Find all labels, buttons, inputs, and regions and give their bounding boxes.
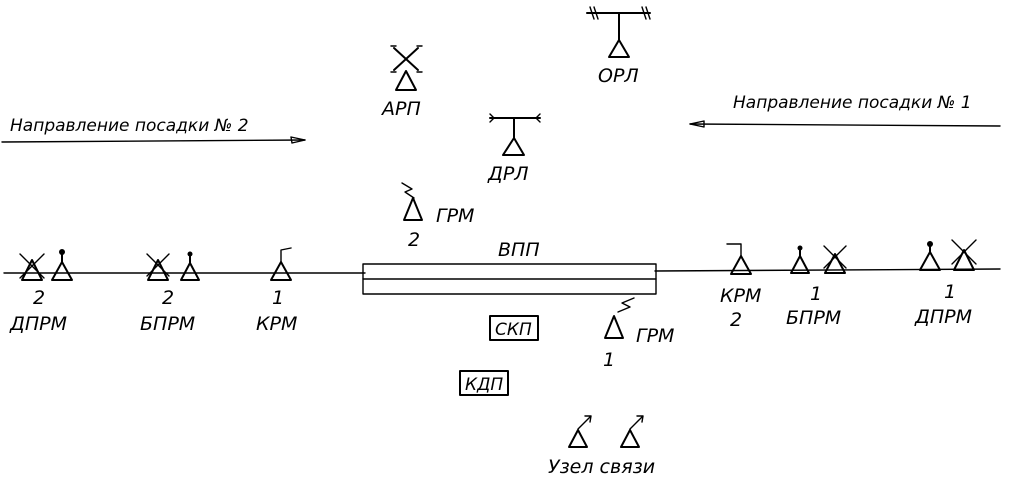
landing-direction-2-arrow — [1, 139, 306, 143]
grm-2-station: ГРМ 2 — [401, 182, 474, 251]
orl-station: ОРЛ — [586, 6, 651, 87]
drl-label: ДРЛ — [487, 163, 529, 185]
orl-antenna-ticks — [589, 6, 651, 20]
flag-antenna-icon — [726, 243, 742, 257]
bprm-1-number: 1 — [810, 283, 822, 305]
grm-antenna-icon — [401, 182, 415, 199]
dprm-2-station: 2 ДПРМ — [9, 249, 73, 335]
station-triangle-icon — [270, 261, 292, 281]
runway-label: ВПП — [498, 239, 540, 261]
station-triangle-icon — [51, 261, 73, 281]
landing-direction-1-label: Направление посадки № 1 — [733, 93, 972, 113]
dprm-1-label: ДПРМ — [914, 306, 972, 328]
antenna-icon — [577, 415, 592, 430]
bprm-1-label: БПРМ — [786, 307, 841, 329]
marker-antenna-icon — [797, 245, 803, 251]
arp-station: АРП — [380, 45, 423, 120]
station-triangle-icon — [502, 137, 525, 156]
cross-antenna-icon — [19, 253, 45, 279]
cross-antenna-icon — [393, 47, 419, 71]
antenna-tips-icon — [390, 45, 423, 73]
runway: ВПП — [362, 239, 657, 295]
krm-2-label: КРМ — [720, 285, 761, 307]
station-triangle-icon — [395, 70, 417, 91]
grm-2-number: 2 — [408, 229, 420, 251]
marker-antenna-icon — [187, 251, 193, 257]
dprm-1-number: 1 — [944, 281, 956, 303]
landing-direction-2: Направление посадки № 2 — [1, 116, 306, 144]
grm-antenna-icon — [617, 297, 635, 313]
comm-node: Узел связи — [548, 415, 655, 478]
krm-2-number: 2 — [730, 309, 742, 331]
grm-1-station: ГРМ 1 — [603, 297, 674, 371]
arrowhead-right-icon — [290, 136, 306, 144]
krm-1-label: КРМ — [256, 313, 297, 335]
station-triangle-icon — [604, 315, 624, 339]
station-triangle-icon — [21, 259, 43, 281]
dprm-1-station: 1 ДПРМ — [914, 239, 977, 328]
grm-1-label: ГРМ — [636, 325, 674, 347]
krm-1-station: 1 КРМ — [256, 247, 297, 335]
station-triangle-icon — [147, 259, 169, 281]
marker-antenna-icon — [59, 249, 65, 255]
comm-node-label: Узел связи — [548, 456, 655, 478]
arrowhead-left-icon — [689, 120, 705, 128]
station-triangle-icon — [953, 249, 975, 271]
flag-antenna-icon — [280, 247, 292, 263]
kdp-frame — [459, 370, 509, 396]
skp-label: СКП — [495, 320, 532, 340]
kdp-box: КДП — [459, 370, 509, 396]
station-triangle-icon — [568, 429, 588, 448]
skp-box: СКП — [489, 315, 539, 341]
bprm-1-station: 1 БПРМ — [786, 245, 847, 329]
landing-direction-1: Направление посадки № 1 — [689, 93, 1001, 128]
landing-direction-2-label: Направление посадки № 2 — [10, 116, 249, 136]
station-triangle-icon — [790, 255, 810, 274]
station-triangle-icon — [620, 429, 640, 448]
landing-direction-1-arrow — [689, 123, 1001, 127]
station-triangle-icon — [403, 197, 423, 221]
grm-2-label: ГРМ — [436, 205, 474, 227]
station-triangle-icon — [180, 262, 200, 281]
station-triangle-icon — [824, 253, 846, 274]
krm-2-station: КРМ 2 — [720, 243, 761, 331]
grm-1-number: 1 — [603, 349, 615, 371]
cross-antenna-icon — [146, 253, 170, 277]
krm-1-number: 1 — [272, 287, 284, 309]
dprm-2-label: ДПРМ — [9, 313, 67, 335]
bprm-2-label: БПРМ — [140, 313, 195, 335]
orl-label: ОРЛ — [598, 65, 639, 87]
marker-antenna-icon — [927, 241, 933, 247]
station-triangle-icon — [730, 255, 752, 275]
arp-label: АРП — [380, 98, 421, 120]
drl-antenna-ends — [489, 113, 541, 123]
bprm-2-station: 2 БПРМ — [140, 251, 200, 335]
cross-antenna-icon — [823, 245, 847, 269]
station-triangle-icon — [608, 39, 630, 58]
skp-frame — [489, 315, 539, 341]
station-triangle-icon — [919, 251, 941, 271]
antenna-icon — [629, 415, 644, 430]
bprm-2-number: 2 — [162, 287, 174, 309]
dprm-2-number: 2 — [33, 287, 45, 309]
drl-station: ДРЛ — [487, 113, 541, 185]
kdp-label: КДП — [465, 375, 503, 395]
